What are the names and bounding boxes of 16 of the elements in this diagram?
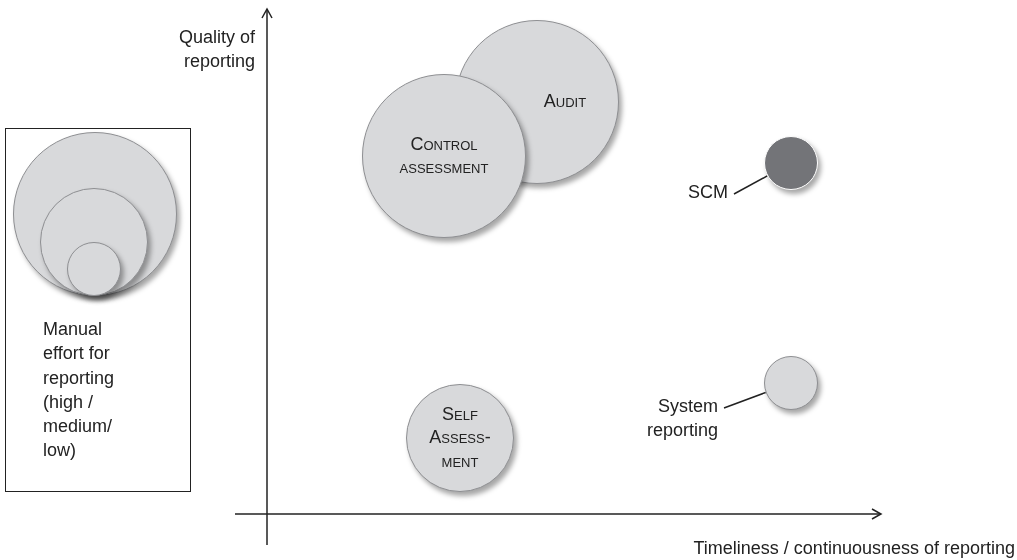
callout-text: System reporting: [645, 395, 718, 443]
bubble-label: Control assessment: [398, 132, 490, 179]
bubble-circle: [12, 131, 177, 296]
callout-text: SCM: [687, 181, 728, 204]
legend-text: Manual effort for reporting (high / medium/ low): [43, 318, 116, 463]
legend-frame: [5, 128, 191, 492]
bubble-label: Audit: [542, 90, 588, 114]
bubble-circle: [764, 136, 818, 190]
bubble-circle: [66, 241, 121, 296]
axis-label: Quality of reporting: [177, 26, 255, 74]
bubble-label: Self Assess- ment: [428, 402, 492, 473]
leader-line: [733, 175, 769, 195]
bubble-circle: [764, 356, 818, 410]
bubble-circle: [40, 188, 148, 296]
leader-line: [723, 391, 767, 409]
axis-label: Timeliness / continuousness of reporting: [692, 537, 1015, 560]
